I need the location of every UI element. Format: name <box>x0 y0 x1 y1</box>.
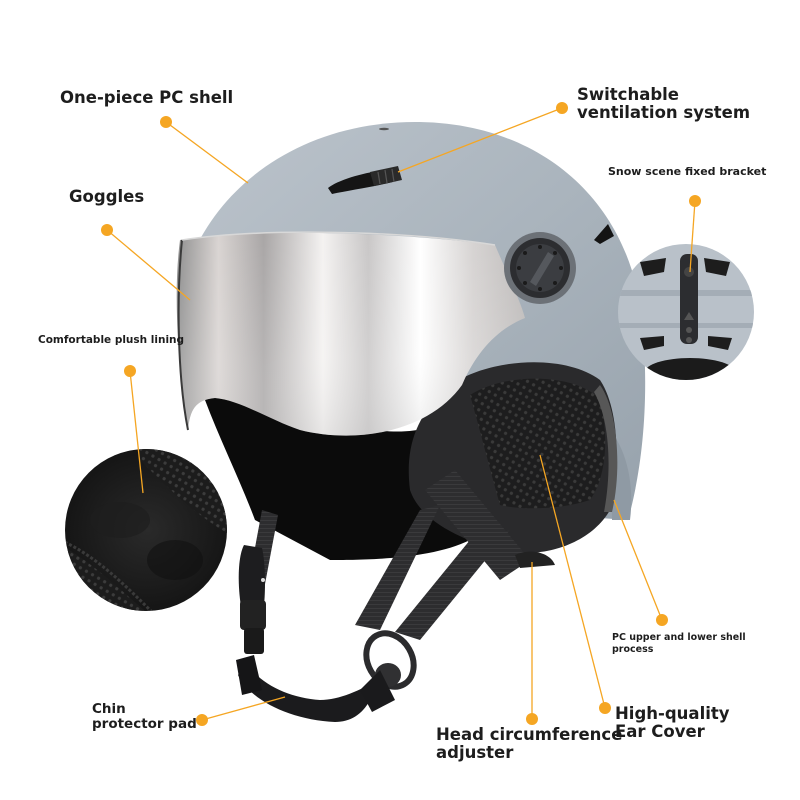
label-line: High-quality <box>615 704 730 723</box>
label-line: Switchable <box>577 85 679 104</box>
label-pc-shell-process: PC upper and lower shell process <box>612 632 746 657</box>
callout-line-ear <box>539 454 606 709</box>
callout-line-shell <box>165 121 249 184</box>
label-one-piece-pc-shell: One-piece PC shell <box>60 88 234 107</box>
chin-straps <box>238 470 555 690</box>
plush-lining-inset <box>65 449 227 611</box>
callout-dot-bracket <box>689 195 701 207</box>
callout-line-process <box>613 499 663 621</box>
callout-dot-lining <box>124 365 136 377</box>
label-line: Head circumference <box>436 725 623 744</box>
label-line: ventilation system <box>577 103 751 123</box>
label-line: adjuster <box>436 743 514 763</box>
callout-dot-ventilation <box>556 102 568 114</box>
callout-line-ventilation <box>397 107 563 173</box>
callout-markers <box>101 102 701 726</box>
label-line: Ear Cover <box>615 722 705 742</box>
label-line: protector pad <box>92 716 197 733</box>
goggles-visor <box>176 231 526 436</box>
label-chin-protector-pad: Chin protector pad <box>92 701 197 733</box>
callout-dot-ear <box>599 702 611 714</box>
label-goggles: Goggles <box>69 187 145 206</box>
ventilation-slider <box>328 127 402 194</box>
callout-dot-adjuster <box>526 713 538 725</box>
callout-dot-shell <box>160 116 172 128</box>
callout-dot-goggles <box>101 224 113 236</box>
side-vent <box>594 224 614 244</box>
callout-line-lining <box>129 370 144 494</box>
label-line: Chin <box>92 701 126 717</box>
label-line: PC upper and lower shell <box>612 632 746 643</box>
label-snow-scene-bracket: Snow scene fixed bracket <box>608 165 767 178</box>
callout-dot-process <box>656 614 668 626</box>
label-high-quality-ear-cover: High-quality Ear Cover <box>615 704 730 742</box>
bracket-inset <box>618 244 754 380</box>
label-line: process <box>612 644 654 656</box>
visor-pivot-knob <box>504 232 576 304</box>
label-head-circumference-adjuster: Head circumference adjuster <box>436 725 623 763</box>
chin-pad <box>236 655 395 722</box>
callout-line-chin <box>201 696 286 721</box>
label-switchable-ventilation: Switchable ventilation system <box>577 85 751 123</box>
label-comfortable-plush-lining: Comfortable plush lining <box>38 334 185 346</box>
callout-dot-chin <box>196 714 208 726</box>
callout-line-bracket <box>689 200 696 273</box>
callout-line-goggles <box>106 229 191 301</box>
